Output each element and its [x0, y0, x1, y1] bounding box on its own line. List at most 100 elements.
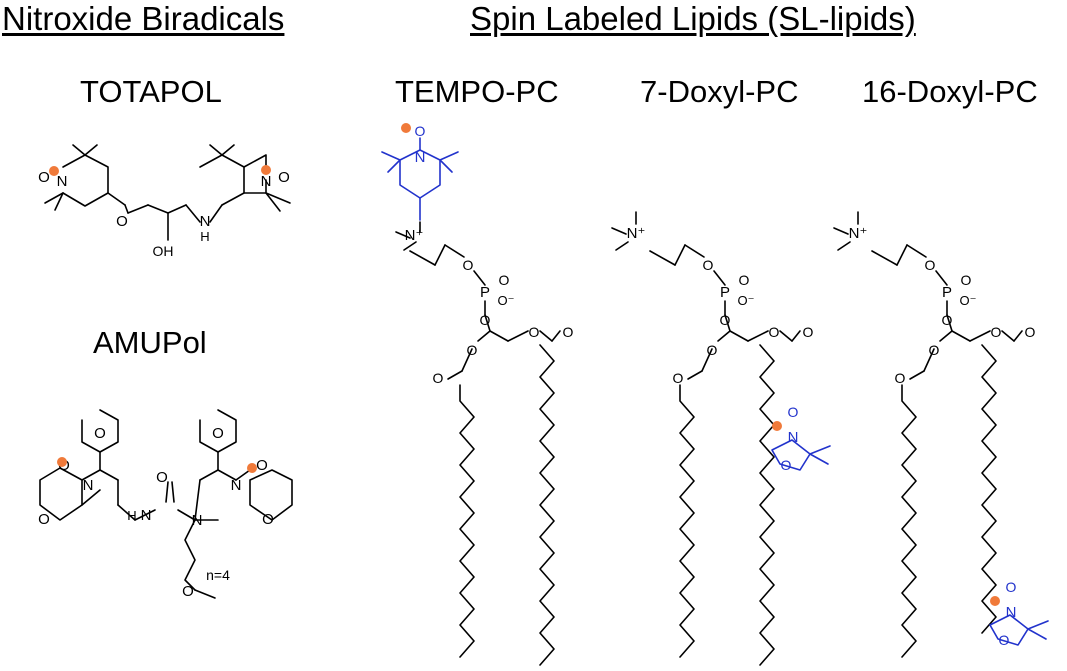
biradicals-header: Nitroxide Biradicals	[2, 0, 285, 37]
peg-o: O	[182, 583, 194, 600]
quaternary-n: N⁺	[627, 225, 646, 242]
bond	[447, 370, 463, 380]
bond	[923, 348, 935, 372]
bond	[403, 241, 417, 251]
alkyl-chain	[981, 344, 997, 634]
ether-o: O	[116, 213, 128, 230]
phosphate-o: O	[739, 272, 750, 288]
nitroxide-o: O	[256, 457, 268, 474]
bond	[771, 439, 811, 471]
nitroxide-n: N	[261, 173, 272, 190]
pyran-o: O	[94, 425, 106, 442]
urea-o: O	[156, 469, 168, 486]
bond	[611, 227, 627, 235]
bond	[434, 244, 446, 266]
bond	[791, 330, 801, 342]
bond	[165, 481, 169, 503]
bond	[194, 589, 216, 599]
bond	[729, 330, 749, 342]
totapol-label: TOTAPOL	[80, 74, 222, 109]
doxyl7-pc-label: 7-Doxyl-PC	[640, 74, 799, 109]
bond	[177, 509, 196, 521]
bond	[184, 519, 196, 591]
carbonyl-o: O	[433, 370, 444, 386]
urea-n: N	[141, 507, 152, 524]
bond	[134, 509, 156, 521]
tempo-n: N	[415, 149, 426, 166]
hydroxyl: OH	[153, 243, 174, 259]
phosphate-o: O	[499, 272, 510, 288]
bond	[171, 481, 175, 503]
spin-label-bonds	[381, 137, 1049, 646]
bond	[243, 179, 267, 194]
radical-dot	[49, 166, 59, 176]
bond	[395, 231, 411, 239]
phosphate-o-minus: O⁻	[498, 293, 515, 308]
bond	[674, 244, 686, 266]
black-bonds	[39, 144, 1023, 666]
bond	[687, 370, 703, 380]
bond	[906, 244, 927, 258]
bond	[871, 250, 898, 266]
atom-labels: NOOOHNHNOOONONHONONOOOn=4OPOO⁻OOOOOONN⁺O…	[38, 123, 1035, 648]
bond	[896, 244, 908, 266]
carbonyl-o: O	[673, 370, 684, 386]
bond	[1027, 628, 1047, 640]
bond	[809, 453, 829, 465]
nitroxide-o: O	[38, 169, 50, 186]
bond	[717, 330, 731, 342]
bond	[909, 370, 925, 380]
bond	[81, 409, 119, 453]
nitroxide-n: N	[83, 477, 94, 494]
bond	[1013, 330, 1023, 342]
phosphorus: P	[942, 284, 952, 301]
doxyl-o: O	[788, 404, 799, 420]
bond	[194, 479, 201, 521]
pyran-o: O	[262, 511, 274, 528]
bond	[837, 241, 851, 251]
ester-o: O	[769, 324, 780, 340]
phosphorus: P	[720, 284, 730, 301]
phosphate-o: O	[720, 312, 731, 328]
bond	[489, 330, 509, 342]
bond	[951, 330, 971, 342]
nitroxide-n: N	[57, 173, 68, 190]
bond	[265, 192, 281, 212]
bond	[167, 204, 187, 214]
amupol-label: AMUPol	[93, 325, 207, 360]
bond	[72, 144, 86, 156]
bond	[649, 250, 676, 266]
phosphate-o: O	[925, 257, 936, 273]
bond	[935, 270, 948, 286]
bond	[199, 154, 245, 206]
phosphate-o: O	[961, 272, 972, 288]
ester-o: O	[991, 324, 1002, 340]
bond	[833, 227, 849, 235]
bond	[989, 614, 1029, 646]
amine-h: H	[200, 229, 209, 244]
phosphate-o: O	[942, 312, 953, 328]
bond	[221, 144, 235, 156]
bond	[44, 192, 64, 204]
bond	[747, 330, 769, 342]
tempo-o: O	[415, 123, 426, 139]
bond	[62, 154, 109, 207]
bond	[381, 151, 401, 161]
bond	[615, 241, 629, 251]
tempo-pc-label: TEMPO-PC	[395, 74, 559, 109]
bond	[724, 314, 731, 332]
doxyl-n: N	[1006, 604, 1017, 621]
radical-dot	[772, 421, 782, 431]
bond	[1027, 620, 1049, 630]
bond	[809, 445, 831, 455]
bond	[539, 330, 553, 342]
bond	[387, 159, 401, 173]
pyran-o: O	[38, 511, 50, 528]
carbonyl-o: O	[563, 324, 574, 340]
bond	[1001, 330, 1015, 342]
bond	[713, 270, 726, 286]
sl-lipids-header: Spin Labeled Lipids (SL-lipids)	[470, 0, 916, 37]
ester-o: O	[467, 342, 478, 358]
bond	[477, 330, 491, 342]
